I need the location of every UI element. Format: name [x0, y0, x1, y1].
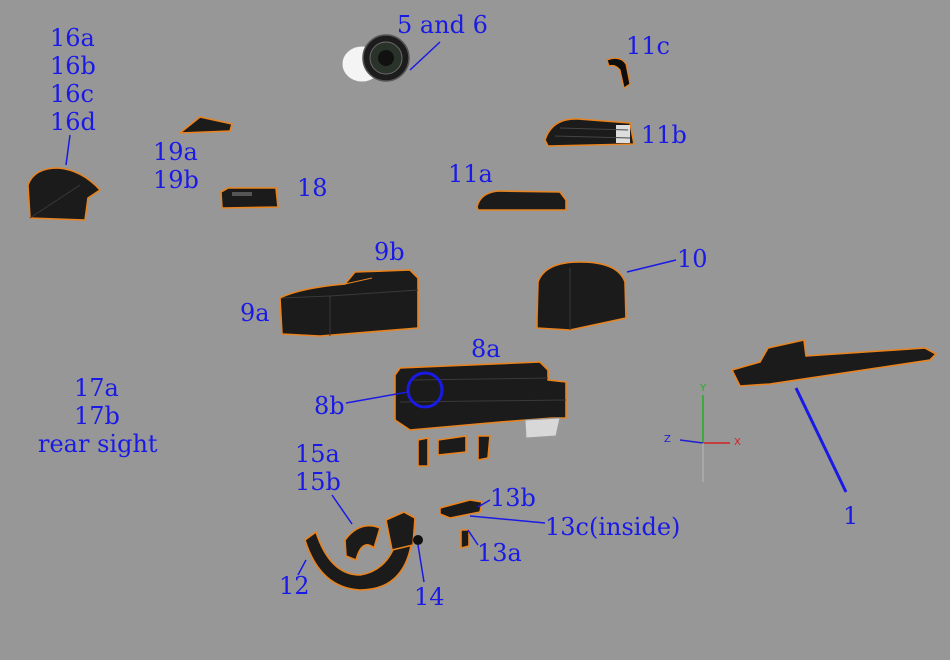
part-1-barrel: [731, 339, 937, 387]
label-8a: 8a: [471, 335, 501, 363]
label-13b: 13b: [490, 484, 536, 512]
part-19-wedge: [179, 116, 233, 134]
part-16-hood: [27, 167, 101, 221]
part-8-receiver: [394, 361, 567, 439]
label-8b: 8b: [314, 392, 345, 420]
part-12-15-guard: [304, 511, 423, 591]
part-13-trigger: [439, 499, 483, 549]
part-11c-clip: [606, 57, 631, 89]
leader-13b: [477, 499, 491, 508]
label-11c: 11c: [626, 32, 670, 60]
axis-x-label: X: [734, 437, 741, 448]
label-15a: 15a: [295, 440, 340, 468]
label-18: 18: [297, 174, 328, 202]
label-15b: 15b: [295, 468, 341, 496]
label-19b: 19b: [153, 166, 199, 194]
leader-14: [417, 544, 425, 583]
axis-gizmo: [679, 395, 730, 482]
label-19a: 19a: [153, 138, 198, 166]
label-14: 14: [414, 583, 445, 611]
label-1: 1: [843, 502, 859, 530]
leader-13c: [469, 515, 546, 524]
label-9a: 9a: [240, 299, 270, 327]
label-11b: 11b: [641, 121, 687, 149]
part-5-6-knob: [341, 34, 410, 83]
label-12: 12: [279, 572, 310, 600]
leader-12: [297, 559, 307, 576]
part-11b-cover: [544, 118, 635, 147]
label-16d: 16d: [50, 108, 96, 136]
part-9-cover: [279, 269, 419, 337]
label-rear-sight: rear sight: [38, 430, 158, 458]
leader-15: [331, 494, 353, 525]
label-17a: 17a: [74, 374, 119, 402]
small-parts-row: [417, 435, 491, 467]
label-16c: 16c: [50, 80, 94, 108]
leader-1: [794, 387, 848, 493]
leader-5-6: [409, 41, 441, 71]
leader-13a: [467, 529, 479, 546]
label-13a: 13a: [477, 539, 522, 567]
leader-8b: [345, 391, 409, 404]
part-10-housing: [536, 261, 627, 331]
highlight-circle-8b: [406, 371, 444, 409]
leader-16: [65, 134, 71, 166]
part-11a-bar: [476, 190, 567, 211]
leader-10: [626, 259, 677, 273]
label-17b: 17b: [74, 402, 120, 430]
axis-y-label: Y: [700, 383, 707, 394]
label-16b: 16b: [50, 52, 96, 80]
label-11a: 11a: [448, 160, 493, 188]
label-9b: 9b: [374, 238, 405, 266]
axis-z-label: Z: [664, 434, 671, 445]
label-16a: 16a: [50, 24, 95, 52]
label-13c-inside: 13c(inside): [545, 513, 681, 541]
label-10: 10: [677, 245, 708, 273]
label-5-and-6: 5 and 6: [397, 11, 488, 39]
part-18-block: [220, 187, 279, 209]
